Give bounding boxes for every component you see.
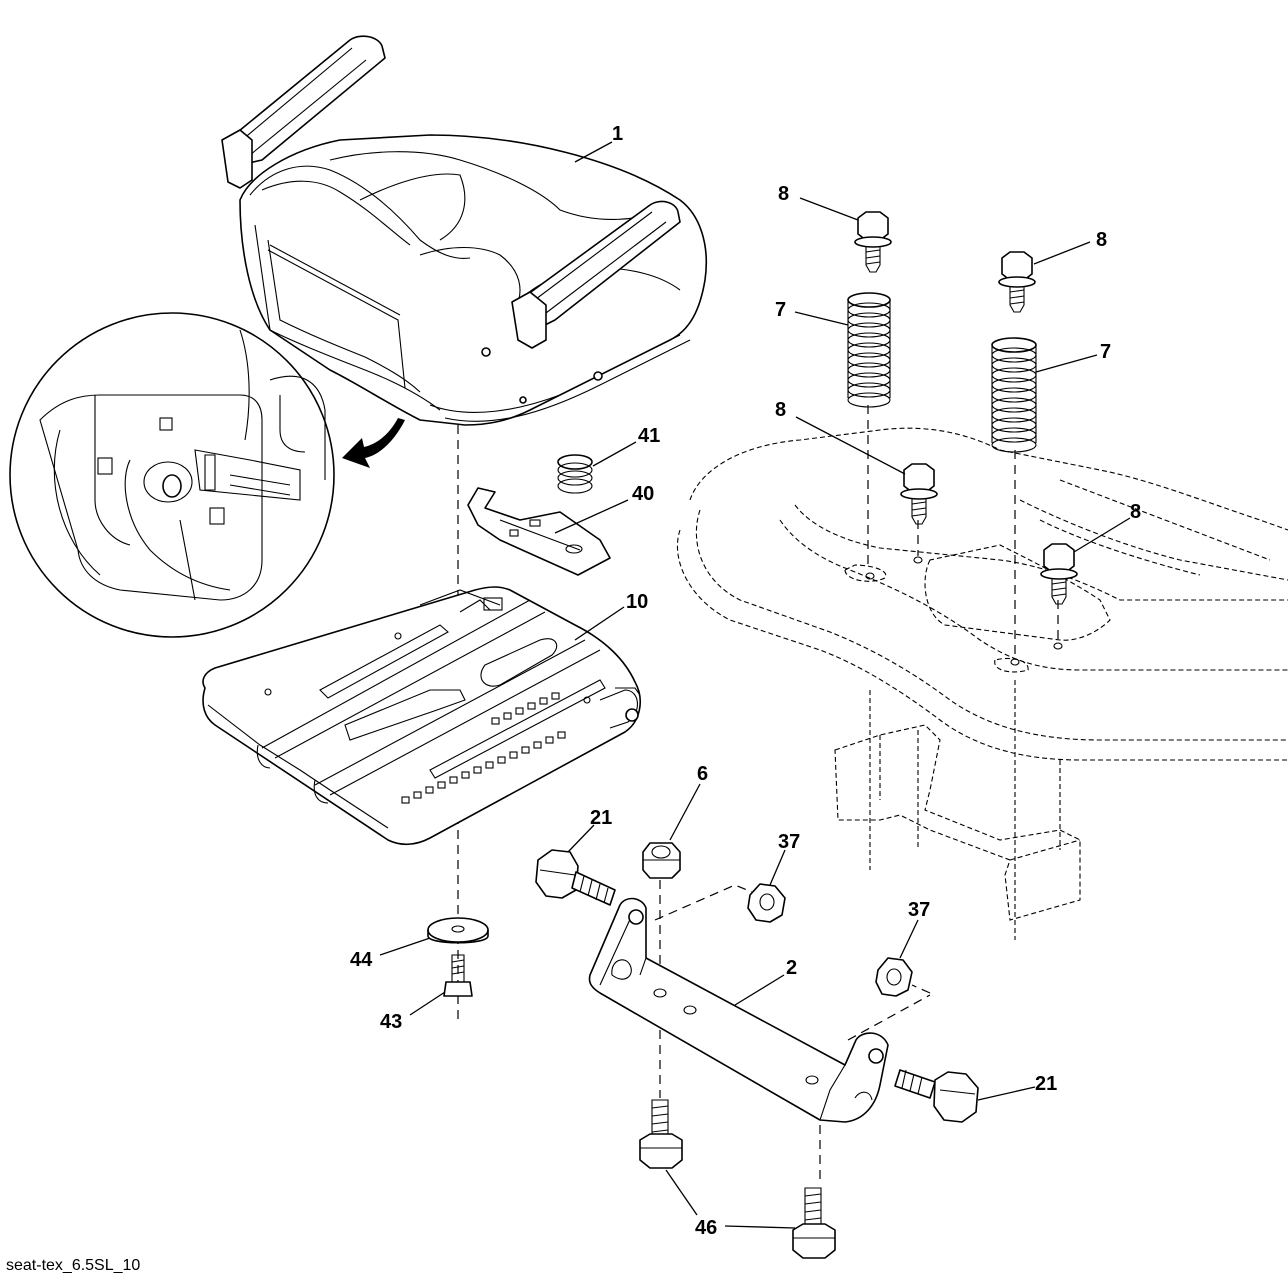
callout-43: 43 [380,1011,402,1033]
callout-8-d: 8 [1130,501,1141,523]
seat-part-1 [221,35,708,426]
callout-labels: 1 8 8 7 7 8 8 41 40 10 6 21 37 37 2 21 4… [350,123,1141,1239]
callout-8-b: 8 [1096,229,1107,251]
callout-41: 41 [638,425,660,447]
callout-2: 2 [786,957,797,979]
callout-7-b: 7 [1100,341,1111,363]
drawing-reference-label: seat-tex_6.5SL_10 [6,1257,140,1274]
callout-37-b: 37 [908,899,930,921]
curved-arrow-icon [342,418,405,468]
dash-37b [911,984,931,994]
bolt-part-8-a [854,211,892,273]
latch-plate-part-40 [467,487,611,576]
callout-46: 46 [695,1217,717,1239]
leader-lines [379,141,1131,1229]
callout-1: 1 [612,123,623,145]
callout-44: 44 [350,949,373,971]
bolt-part-8-d [1040,543,1078,605]
dash-37a [654,884,753,921]
nut-part-6 [642,842,681,879]
adjustment-slots [401,692,566,804]
spring-part-41 [557,454,593,494]
bolt-part-46-right [792,1187,836,1259]
callout-8-c: 8 [775,399,786,421]
callout-7-a: 7 [775,299,786,321]
callout-37-a: 37 [778,831,800,853]
spring-part-7-right [991,337,1037,453]
nut-part-37-lower [875,957,913,997]
chassis-frame [676,427,1288,940]
bolt-part-21-right [894,1069,979,1123]
callout-10: 10 [626,591,648,613]
bolt-part-43 [443,954,473,997]
bolt-part-8-b [998,251,1036,313]
callout-8-a: 8 [778,183,789,205]
dash-37c [847,994,931,1041]
bolt-part-21-left [535,849,616,906]
bolt-part-8-c [900,463,938,525]
callout-21-b: 21 [1035,1073,1057,1095]
callout-6: 6 [697,763,708,785]
bolt-part-46-left [639,1099,683,1169]
callout-21-a: 21 [590,807,612,829]
spring-part-7-left [847,292,891,408]
seat-pan-part-10 [202,586,641,846]
washer-part-44 [427,917,489,944]
nut-part-37-upper [747,883,786,923]
callout-40: 40 [632,483,654,505]
detail-inset [9,312,335,638]
bracket-part-2 [588,897,889,1123]
